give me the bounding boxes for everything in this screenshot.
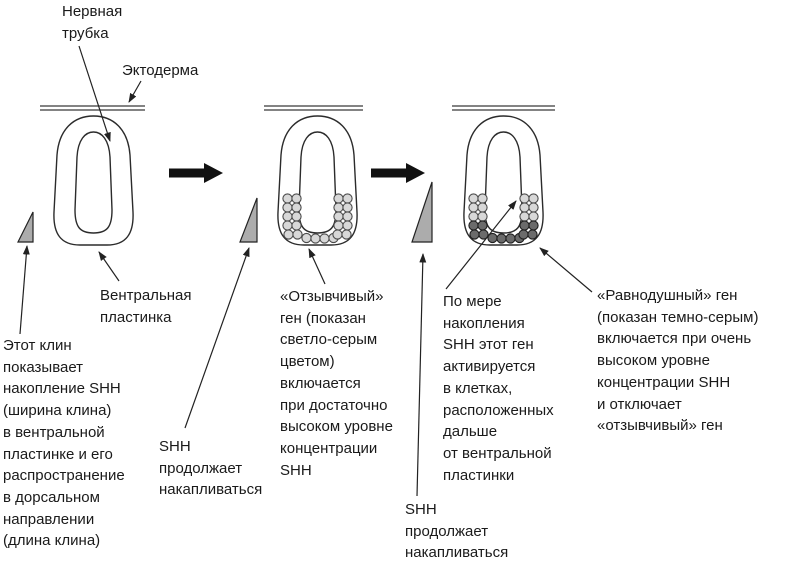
dark-gene-cells <box>468 220 539 244</box>
stage-transition-arrow-2 <box>371 163 425 183</box>
tube-inner-cavity <box>298 131 337 234</box>
leader-responsive-gene <box>308 248 326 285</box>
light-gene-cells <box>282 193 353 244</box>
leader-ventral-plate <box>98 251 120 282</box>
neural-tube-stage-2 <box>277 115 358 246</box>
neural-tube-stage-1 <box>53 115 134 246</box>
tube-inner-cavity <box>484 131 523 234</box>
ventral-plate-label: Вентральная пластинка <box>100 287 192 326</box>
leader-wedge-explanation <box>19 245 30 335</box>
ectoderm-label: Эктодерма <box>122 62 199 79</box>
leader-shh-accumulates-1 <box>184 247 250 429</box>
shh-wedge-1 <box>17 211 34 243</box>
ectoderm-line-1 <box>40 105 145 111</box>
shh-accumulates-text-2: SHH продолжает накапливаться <box>405 501 509 561</box>
shh-accumulates-text-1: SHH продолжает накапливаться <box>159 438 263 499</box>
wedge-explanation-text: Этот клин показывает накопление SHH (шир… <box>3 337 125 550</box>
leader-neural-tube <box>78 45 111 142</box>
indifferent-gene-text: «Равнодушный» ген (показан темно-серым) … <box>597 287 759 435</box>
leader-gene-activation <box>445 200 517 290</box>
ectoderm-line-3 <box>452 105 555 111</box>
neural-tube-label: Нервная трубка <box>62 3 123 42</box>
neural-tube-stage-3 <box>463 115 544 246</box>
leader-shh-accumulates-2 <box>416 253 427 497</box>
ectoderm-line-2 <box>264 105 363 111</box>
leader-ectoderm <box>128 80 142 103</box>
stage-transition-arrow-1 <box>169 163 223 183</box>
gene-activation-text: По мере накопления SHH этот ген активиру… <box>443 293 554 484</box>
shh-wedge-3 <box>411 181 433 243</box>
responsive-gene-text: «Отзывчивый» ген (показан светло-серым ц… <box>280 288 393 479</box>
shh-wedge-2 <box>239 197 258 243</box>
light-gene-cells <box>468 193 539 222</box>
leader-indifferent-gene <box>539 247 593 293</box>
tube-inner-cavity <box>74 131 113 234</box>
